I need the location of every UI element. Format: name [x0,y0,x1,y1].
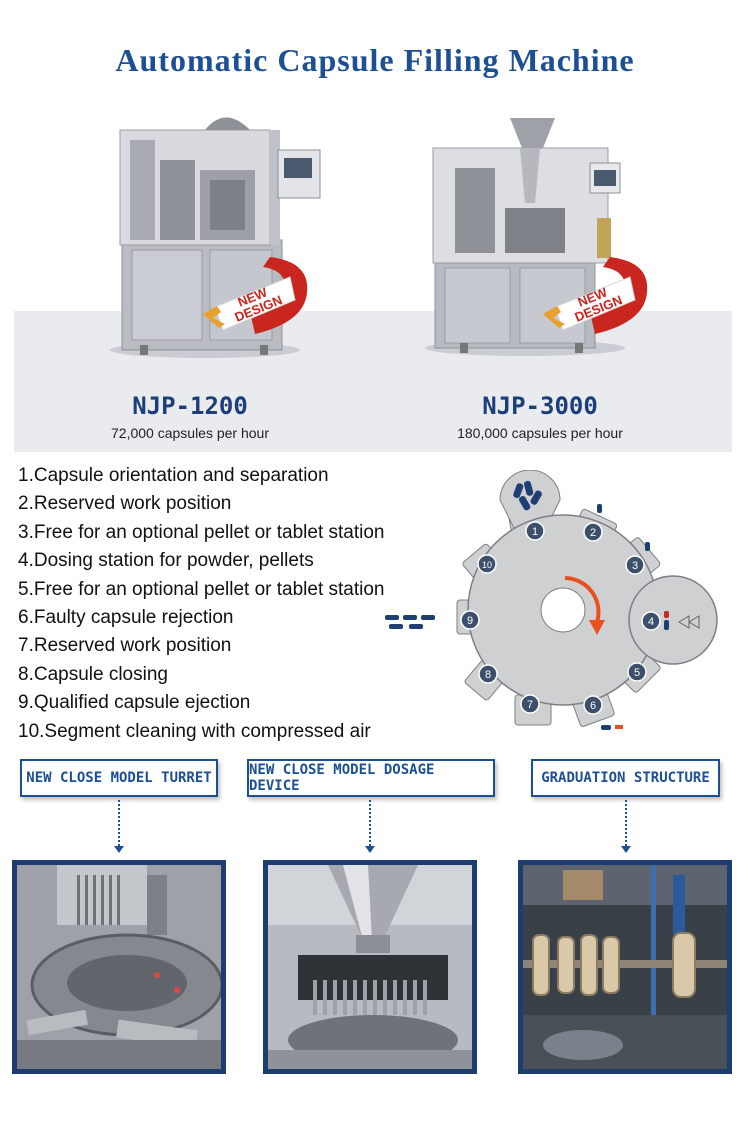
connector-line-2 [369,800,371,850]
station-label: 3 [632,560,638,572]
feature-item: 1.Capsule orientation and separation [18,465,329,486]
feature-item: 8.Capsule closing [18,663,168,685]
turret-photo [12,860,226,1074]
model-name-1: NJP-1200 [132,392,248,420]
machine-njp3000-image [425,118,625,356]
station-label: 8 [485,669,491,681]
feature-item: 5.Free for an optional pellet or tablet … [18,578,385,600]
station-label: 4 [648,616,654,628]
machine-njp1200-image [110,117,321,358]
station-label: 6 [590,700,596,712]
feature-item: 10.Segment cleaning with compressed air [18,720,371,742]
feature-item: 2.Reserved work position [18,493,232,515]
model-name-2: NJP-3000 [482,392,598,420]
new-design-badge-1: NEW DESIGN [203,257,308,334]
graduation-structure-photo [518,860,732,1074]
connector-arrow-1 [114,846,124,853]
station-label: 5 [634,667,640,679]
connector-arrow-3 [621,846,631,853]
station-label: 1 [532,526,538,538]
model-capacity-1: 72,000 capsules per hour [111,425,269,441]
station-label: 10 [482,560,492,570]
label-dosage-device: NEW CLOSE MODEL DOSAGE DEVICE [247,759,495,797]
turret-station-diagram: 1 2 3 4 5 6 7 8 9 10 [385,470,718,730]
feature-item: 6.Faulty capsule rejection [18,606,234,628]
station-label: 2 [590,527,596,539]
dosage-device-photo [263,860,477,1074]
label-turret: NEW CLOSE MODEL TURRET [20,759,218,797]
connector-line-3 [625,800,627,850]
feature-item: 4.Dosing station for powder, pellets [18,550,314,572]
connector-arrow-2 [365,846,375,853]
station-label: 9 [467,615,473,627]
feature-item: 9.Qualified capsule ejection [18,692,251,714]
feature-list: 1.Capsule orientation and separation 2.R… [18,462,385,746]
new-design-badge-2: NEW DESIGN [543,257,648,334]
station-label: 7 [527,699,533,711]
label-graduation-structure: GRADUATION STRUCTURE [531,759,720,797]
page-title: Automatic Capsule Filling Machine [115,42,635,78]
feature-item: 3.Free for an optional pellet or tablet … [18,521,385,543]
connector-line-1 [118,800,120,850]
model-capacity-2: 180,000 capsules per hour [457,425,623,441]
feature-item: 7.Reserved work position [18,635,232,657]
